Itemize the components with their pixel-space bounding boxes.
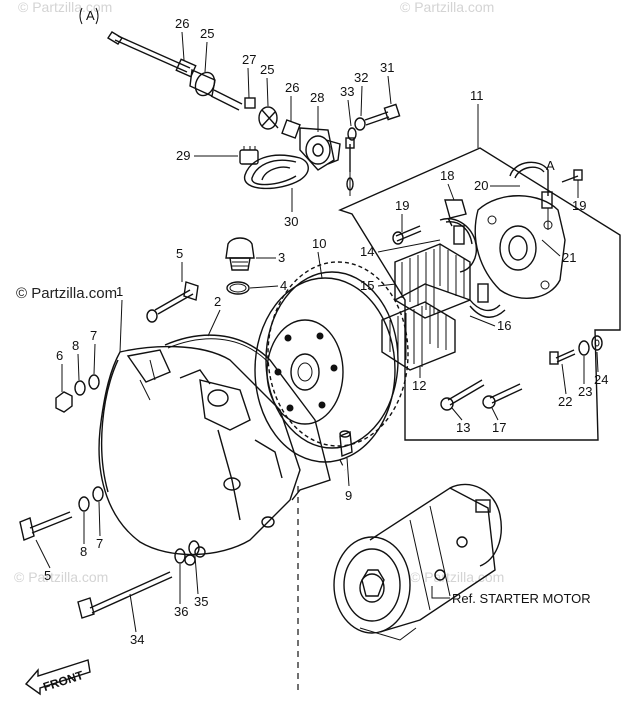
callout-23: 23 — [578, 384, 592, 399]
callout-22: 22 — [558, 394, 572, 409]
callout-2: 2 — [214, 294, 221, 309]
callout-24: 24 — [594, 372, 608, 387]
callout-35: 35 — [194, 594, 208, 609]
callout-33: 33 — [340, 84, 354, 99]
callout-19a: 19 — [395, 198, 409, 213]
callout-9: 9 — [345, 488, 352, 503]
callout-26a: 26 — [175, 16, 189, 31]
stator-screws — [392, 169, 603, 411]
callout-21: 21 — [562, 250, 576, 265]
dowel-pin — [339, 430, 353, 457]
callout-13: 13 — [456, 420, 470, 435]
neutral-switch-cable-assembly — [107, 31, 401, 196]
callout-32: 32 — [354, 70, 368, 85]
callout-7b: 7 — [96, 536, 103, 551]
callout-19b: 19 — [572, 198, 586, 213]
cover-bolts — [19, 281, 200, 619]
svg-text:FRONT: FRONT — [41, 668, 85, 694]
oil-filler-cap — [225, 237, 255, 271]
callout-5a: 5 — [176, 246, 183, 261]
rotor-flywheel — [254, 261, 409, 463]
callout-8a: 8 — [72, 338, 79, 353]
callout-28: 28 — [310, 90, 324, 105]
callout-7a: 7 — [90, 328, 97, 343]
generator-cover — [98, 334, 331, 566]
callout-6: 6 — [56, 348, 63, 363]
callout-1: 1 — [116, 284, 123, 299]
callout-34: 34 — [130, 632, 144, 647]
front-arrow-icon: FRONT — [24, 659, 91, 696]
callout-20: 20 — [474, 178, 488, 193]
callout-5b: 5 — [44, 568, 51, 583]
detail-marker-a: A — [79, 7, 99, 25]
callout-8b: 8 — [80, 544, 87, 559]
callout-26b: 26 — [285, 80, 299, 95]
callout-a-wire: A — [546, 158, 555, 173]
callout-36: 36 — [174, 604, 188, 619]
starter-motor — [333, 483, 502, 641]
callout-18: 18 — [440, 168, 454, 183]
callout-3: 3 — [278, 250, 285, 265]
watermark-bottom-right: © Partzilla.com — [410, 569, 504, 585]
callout-30: 30 — [284, 214, 298, 229]
callout-12: 12 — [412, 378, 426, 393]
callout-29: 29 — [176, 148, 190, 163]
stator-coils — [381, 218, 506, 371]
watermark-bottom-left: © Partzilla.com — [14, 569, 108, 585]
watermark-top-right: © Partzilla.com — [400, 0, 494, 15]
stator-plate — [474, 161, 566, 299]
callout-14: 14 — [360, 244, 374, 259]
callout-16: 16 — [497, 318, 511, 333]
svg-text:A: A — [86, 8, 95, 23]
watermark-top-left: © Partzilla.com — [18, 0, 112, 15]
o-ring — [226, 281, 250, 295]
rotor-alignment-line — [339, 459, 346, 471]
callout-25a: 25 — [200, 26, 214, 41]
watermark-main: © Partzilla.com — [16, 285, 117, 302]
callout-10: 10 — [312, 236, 326, 251]
callout-25b: 25 — [260, 62, 274, 77]
callout-31: 31 — [380, 60, 394, 75]
callout-17: 17 — [492, 420, 506, 435]
ref-starter-motor-label: Ref. STARTER MOTOR — [452, 591, 591, 606]
callout-4: 4 — [280, 278, 287, 293]
callout-27: 27 — [242, 52, 256, 67]
callout-11: 11 — [470, 88, 484, 103]
callout-15: 15 — [360, 278, 374, 293]
